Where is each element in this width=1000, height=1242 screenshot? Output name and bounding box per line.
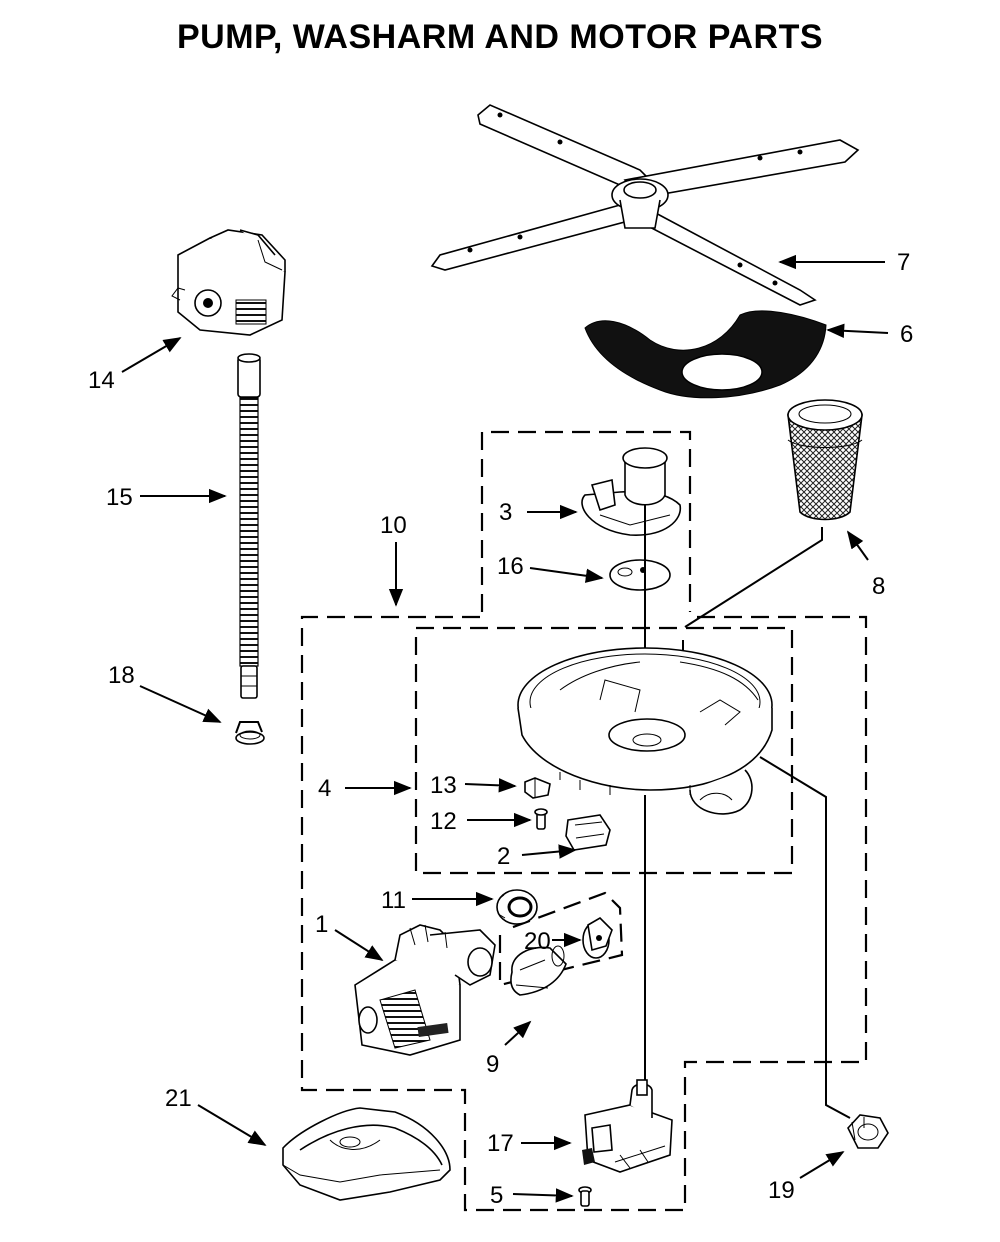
sensor-valve-part-17[interactable] [582, 1079, 673, 1173]
callout-20: 20 [524, 928, 551, 955]
callout-12: 12 [430, 808, 457, 835]
callout-2: 2 [497, 843, 510, 870]
callout-13: 13 [430, 772, 457, 799]
spray-arm-part-7[interactable] [430, 104, 860, 306]
callout-5: 5 [490, 1182, 503, 1209]
leader-21 [197, 1104, 267, 1146]
leader-2 [521, 844, 577, 859]
cover-part-21[interactable] [282, 1107, 451, 1201]
callout-10: 10 [380, 512, 407, 539]
screw-part-5[interactable] [578, 1186, 592, 1207]
elbow-part-9[interactable] [510, 945, 567, 996]
leader-8 [846, 530, 869, 561]
callout-7: 7 [897, 249, 910, 276]
motor-pump-part-1[interactable] [354, 924, 496, 1056]
callout-4: 4 [318, 775, 331, 802]
callout-9: 9 [486, 1051, 499, 1078]
assembly-boundary-10 [300, 615, 868, 1212]
callout-17: 17 [487, 1130, 514, 1157]
callout-11: 11 [381, 887, 406, 914]
connector-part-2[interactable] [565, 814, 611, 851]
leader-1 [334, 929, 384, 961]
leader-6 [826, 323, 889, 339]
alignment-line-19 [759, 756, 851, 1119]
leader-18 [139, 685, 222, 723]
clamp-part-18[interactable] [235, 721, 265, 745]
grommet-part-19[interactable] [847, 1114, 889, 1149]
filter-part-8[interactable] [684, 399, 863, 628]
leader-19 [799, 1151, 845, 1179]
check-valve-disc-part-16[interactable] [609, 559, 671, 591]
assembly-boundary-9 [498, 891, 624, 987]
assembly-boundary-3-16 [480, 430, 692, 612]
callout-3: 3 [499, 499, 512, 526]
assembly-boundary-4 [414, 626, 794, 875]
hose-part-15[interactable] [237, 353, 261, 699]
page-title: PUMP, WASHARM AND MOTOR PARTS [176, 18, 824, 56]
callout-18: 18 [108, 662, 135, 689]
callout-21: 21 [165, 1085, 192, 1112]
wash-arm-mount-part-3[interactable] [581, 447, 682, 536]
callout-19: 19 [768, 1177, 795, 1204]
screw-part-12[interactable] [534, 808, 548, 830]
valve-part-20[interactable] [582, 916, 613, 959]
leader-9 [504, 1020, 532, 1046]
callout-6: 6 [900, 321, 913, 348]
sump-part-4[interactable] [517, 647, 773, 815]
callout-16: 16 [497, 553, 524, 580]
leader-14 [121, 337, 182, 373]
diverter-motor-part-14[interactable] [171, 229, 286, 336]
callout-8: 8 [872, 573, 885, 600]
leader-5 [512, 1188, 574, 1203]
callout-1: 1 [315, 911, 328, 938]
leader-13 [464, 778, 517, 793]
callout-15: 15 [106, 484, 133, 511]
seal-part-11[interactable] [496, 889, 538, 925]
leader-16 [529, 567, 604, 583]
shield-part-6[interactable] [584, 310, 827, 399]
callout-14: 14 [88, 367, 115, 394]
clip-part-13[interactable] [524, 777, 551, 799]
